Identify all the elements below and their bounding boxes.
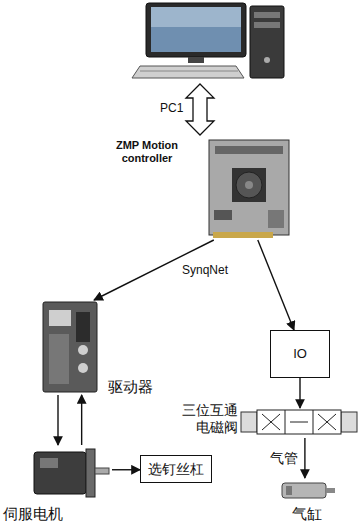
valve-node: 三位互通电磁阀	[240, 408, 358, 438]
controller-board	[209, 140, 289, 238]
connector-arrow	[112, 469, 140, 470]
cylinder-node: 气缸	[278, 478, 336, 502]
motor-node: 伺服电机	[30, 445, 112, 500]
air-cylinder	[282, 483, 335, 498]
node-text: 气缸	[278, 505, 336, 523]
connector-arrow	[304, 438, 305, 478]
node-text: 三位互通电磁阀	[180, 402, 238, 436]
controller-node: ZMP Motion controller	[205, 135, 293, 240]
drive-illustration	[43, 302, 97, 392]
drive-node: 驱动器	[40, 300, 100, 395]
connector-arrow	[57, 395, 58, 445]
annotation-label: PC1	[158, 101, 185, 115]
node-text: ZMP Motion controller	[97, 139, 197, 165]
screw-box: 选钉丝杠	[140, 455, 212, 483]
solenoid-valve	[241, 410, 357, 434]
pc-link-arrow	[186, 84, 214, 135]
node-text: 驱动器	[108, 378, 153, 396]
pc-illustration	[132, 3, 284, 78]
connector-arrow	[299, 378, 300, 408]
edge-label: 气管	[268, 450, 300, 467]
annotation-label: SynqNet	[180, 263, 230, 277]
node-text: 选钉丝杠	[148, 461, 204, 478]
node-text: 伺服电机	[3, 505, 63, 523]
servo-motor	[34, 449, 109, 497]
connector-arrow	[81, 395, 82, 445]
connector-arrow	[258, 240, 294, 330]
node-text: IO	[293, 346, 307, 362]
io-box: IO	[270, 330, 330, 378]
